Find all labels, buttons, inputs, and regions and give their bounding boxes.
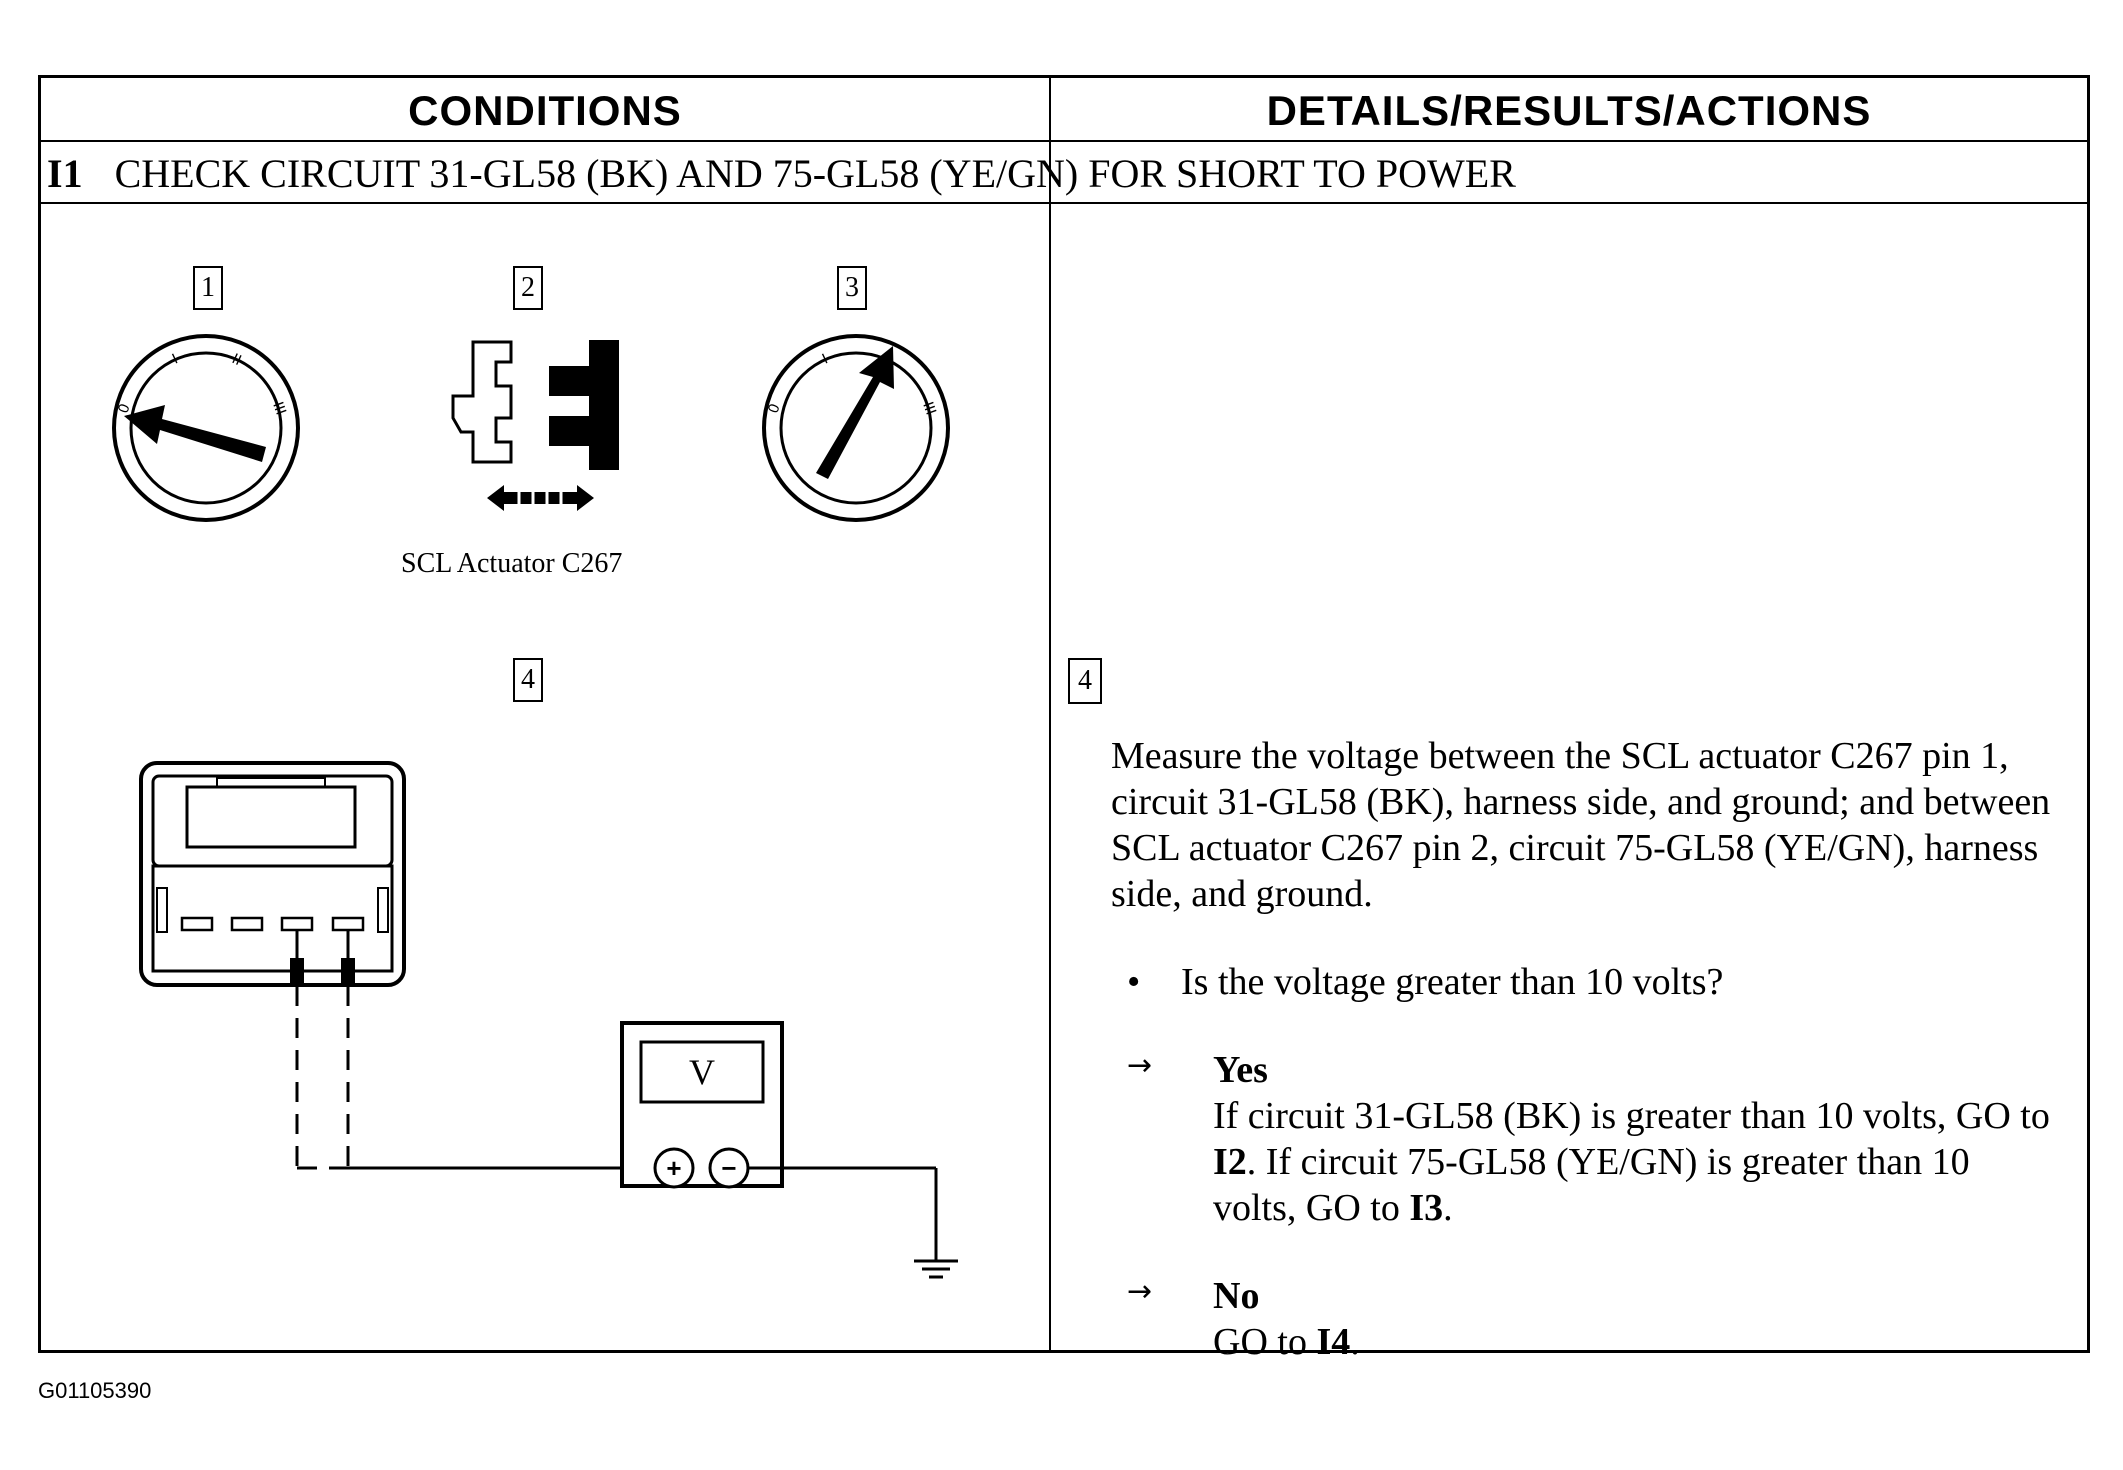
meter-plus-terminal: + xyxy=(666,1153,681,1183)
instruction-text: Measure the voltage between the SCL actu… xyxy=(1111,735,2051,915)
key-position-off: 0 xyxy=(765,402,784,416)
details-content: Measure the voltage between the SCL actu… xyxy=(1111,733,2051,1365)
conditions-header: CONDITIONS xyxy=(408,87,682,134)
callout-4: 4 xyxy=(513,658,543,702)
arrow-right-icon: → xyxy=(1127,1274,1153,1309)
step-number: I1 xyxy=(47,151,83,196)
callout-2: 2 xyxy=(513,266,543,310)
header-divider xyxy=(41,140,2087,142)
column-divider xyxy=(1049,78,1051,1350)
meter-minus-terminal: − xyxy=(721,1153,736,1183)
details-header: DETAILS/RESULTS/ACTIONS xyxy=(1266,87,1872,134)
result-yes-text: If circuit 31-GL58 (BK) is greater than … xyxy=(1213,1095,2050,1229)
result-yes-label: Yes xyxy=(1213,1049,1268,1091)
title-divider xyxy=(41,202,2087,204)
question-text: Is the voltage greater than 10 volts? xyxy=(1181,961,1724,1003)
key-position-acc: I xyxy=(170,350,181,367)
ignition-off-icon: 0 I II III xyxy=(112,334,300,522)
figure-id: G01105390 xyxy=(38,1378,152,1403)
meter-display-label: V xyxy=(689,1052,715,1092)
result-no-text: GO to I4. xyxy=(1213,1321,1360,1363)
goto-i2: I2 xyxy=(1213,1141,1247,1183)
key-position-start: III xyxy=(919,400,939,418)
goto-i3: I3 xyxy=(1409,1187,1444,1229)
ignition-on-icon: 0 I II III xyxy=(762,334,950,522)
details-callout-4: 4 xyxy=(1068,658,1102,704)
callout-3: 3 xyxy=(837,266,867,310)
connector-caption: SCL Actuator C267 xyxy=(401,548,623,579)
voltmeter-icon: V + − xyxy=(620,1021,784,1189)
key-position-acc: I xyxy=(820,350,831,367)
goto-i4: I4 xyxy=(1316,1321,1351,1363)
result-yes: → Yes If circuit 31-GL58 (BK) is greater… xyxy=(1111,1047,2051,1231)
key-position-run: II xyxy=(229,350,244,369)
bullet-icon: • xyxy=(1127,961,1141,1003)
result-no-label: No xyxy=(1213,1275,1260,1317)
step-title: CHECK CIRCUIT 31-GL58 (BK) AND 75-GL58 (… xyxy=(114,151,1516,196)
conditions-diagram: 0 I II III 0 I II III xyxy=(112,334,958,1279)
connector-disconnect-icon xyxy=(451,340,619,511)
test-probes xyxy=(290,930,659,1170)
connector-face-icon xyxy=(139,761,406,987)
callout-1: 1 xyxy=(193,266,223,310)
step-title-row: I1 CHECK CIRCUIT 31-GL58 (BK) AND 75-GL58… xyxy=(47,142,1516,202)
ground-icon xyxy=(748,1166,958,1279)
result-no: → No GO to I4. xyxy=(1111,1273,2051,1365)
question-item: • Is the voltage greater than 10 volts? xyxy=(1111,959,2051,1005)
arrow-right-icon: → xyxy=(1127,1048,1153,1083)
key-position-off: 0 xyxy=(115,402,134,416)
key-position-start: III xyxy=(269,400,289,418)
